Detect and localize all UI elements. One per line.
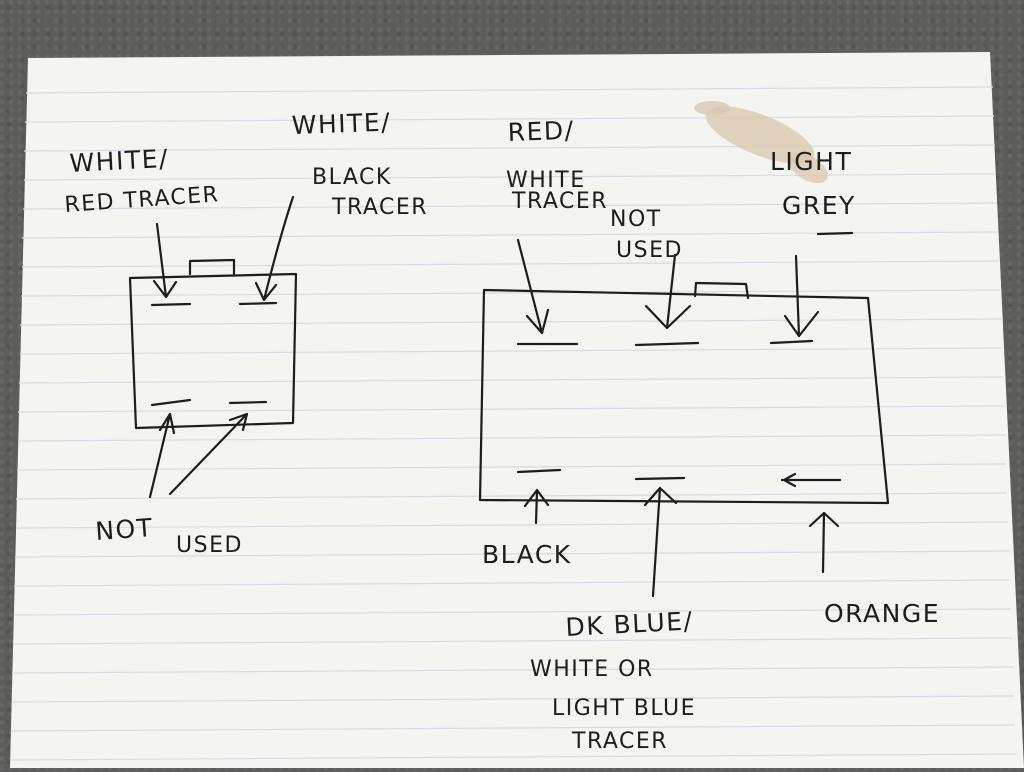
left-pin-top-left [150, 302, 192, 307]
left-pin-bottom-left [150, 398, 192, 407]
right-mark-under-grey [816, 231, 854, 236]
label-right-bottom-left: BLACK [482, 540, 572, 569]
left-connector-outline [128, 272, 298, 430]
label-left-top-left-line-1: WHITE/ [69, 144, 170, 178]
right-arrow-top-middle [644, 253, 692, 330]
left-arrow-top-right [254, 195, 295, 302]
right-pin-bottom-left [516, 468, 562, 474]
ruled-lines [9, 86, 1017, 761]
label-left-bottom-line-1: NOT [94, 513, 154, 546]
label-right-bottom-middle-line-4: TRACER [571, 729, 668, 754]
right-arrow-top-left [516, 238, 550, 335]
paper-sheet [10, 52, 1024, 768]
label-right-bottom-middle-line-2: WHITE OR [530, 657, 654, 682]
left-pin-top-right [238, 301, 278, 306]
right-arrow-bottom-left [523, 488, 550, 525]
label-right-bottom-middle-line-1: DK BLUE/ [565, 606, 694, 642]
right-pin-bottom-middle [634, 476, 686, 481]
right-pin-top-middle [634, 341, 700, 347]
right-arrow-bottom-right [808, 511, 840, 574]
label-right-top-left-line-2: WHITE [506, 168, 586, 193]
label-right-top-right-line-2: GREY [782, 191, 856, 220]
label-right-top-middle-line-1: NOT [610, 207, 662, 232]
right-connector-outline [478, 288, 890, 505]
left-connector-key-tab [188, 258, 236, 276]
right-arrow-top-right [783, 254, 820, 338]
label-right-top-left-line-1: RED/ [507, 116, 575, 147]
label-left-top-right-line-3: TRACER [331, 195, 428, 220]
right-connector [478, 231, 890, 598]
paper-stain [694, 101, 828, 184]
left-connector [128, 195, 298, 499]
label-right-top-right-line-1: LIGHT [770, 147, 852, 176]
right-pin-bottom-right [780, 472, 842, 488]
right-connector-key-tab [693, 281, 750, 300]
left-arrow-top-left [152, 222, 178, 299]
right-arrow-bottom-middle [643, 486, 678, 598]
left-arrow-bottom-right [168, 412, 249, 496]
label-left-top-right-line-1: WHITE/ [291, 108, 391, 140]
right-pin-top-right [769, 339, 814, 345]
label-right-bottom-middle-line-3: LIGHT BLUE [552, 696, 696, 721]
label-left-bottom-line-2: USED [176, 533, 243, 558]
label-left-top-right-line-2: BLACK [312, 165, 392, 190]
label-right-bottom-right: ORANGE [824, 599, 940, 628]
label-right-top-middle-line-2: USED [616, 238, 683, 263]
label-right-top-left-line-3: TRACER [511, 189, 608, 214]
left-pin-bottom-right [228, 400, 268, 405]
left-arrow-bottom-left [148, 412, 176, 499]
